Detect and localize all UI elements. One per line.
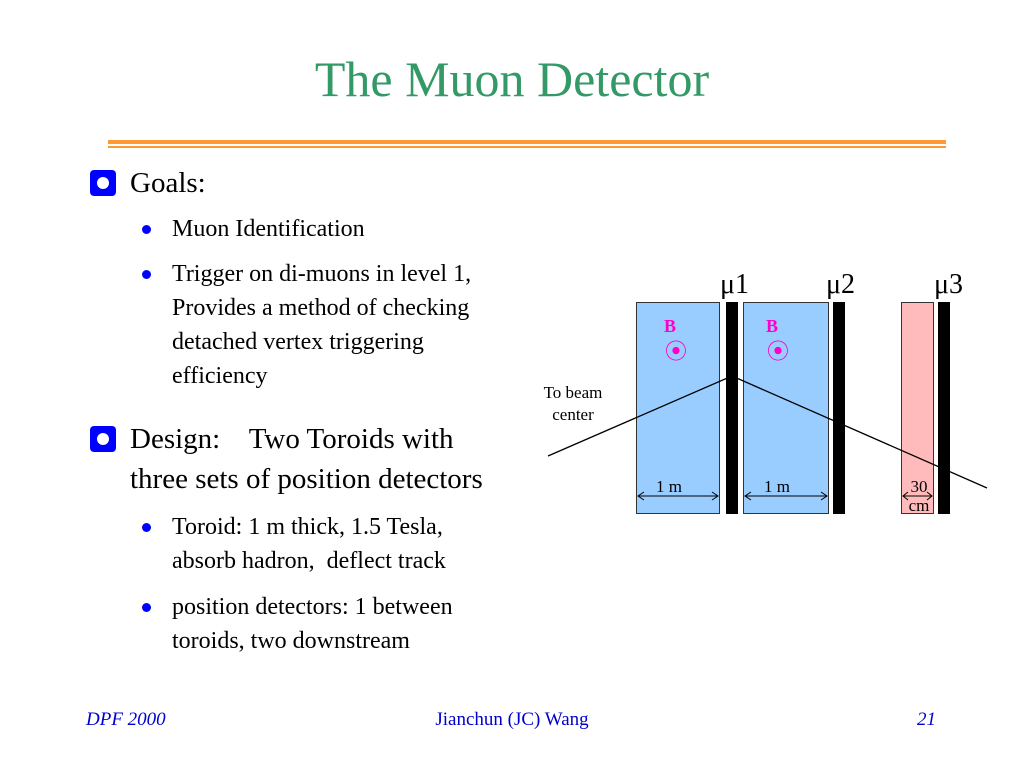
position-detector-2	[833, 302, 845, 514]
bullet-marker-icon	[90, 426, 116, 452]
sub-bullet-text-line: absorb hadron, deflect track	[172, 548, 446, 574]
bullet-marker-icon	[90, 170, 116, 196]
bullet-design: Design: Two Toroids with three sets of p…	[90, 420, 554, 500]
beam-center-label-line: To beam	[543, 383, 603, 402]
field-label-b2: B	[766, 316, 779, 336]
slide-title: The Muon Detector	[314, 51, 710, 107]
dimension-arrow-left-2	[744, 491, 752, 501]
absorber-width-label-bottom: cm	[908, 496, 930, 515]
muon-detector-diagram: μ1 μ2 μ3 B ⦿ B ⦿ To beam center 1 m 1 m …	[540, 262, 1000, 532]
bullet-design-text-line: three sets of position detectors	[130, 463, 483, 495]
detector-label-mu1: μ1	[720, 269, 750, 300]
bullet-goals: Goals:	[90, 164, 554, 202]
field-out-of-page-icon: ⦿	[767, 339, 790, 364]
dimension-arrow-left-3	[902, 491, 909, 501]
sub-bullet-dot-icon	[142, 270, 151, 279]
sub-bullet-text-line: toroids, two downstream	[172, 628, 410, 654]
footer-author: Jianchun (JC) Wang	[435, 709, 589, 730]
incoming-track-line	[547, 375, 733, 457]
title-rule-thick	[108, 140, 946, 144]
diagram-lines	[547, 375, 988, 501]
title-rule	[108, 140, 946, 148]
dimension-arrow-right-1	[711, 491, 719, 501]
toroid-2-width-label: 1 m	[764, 477, 790, 496]
sub-bullet-toroid: Toroid: 1 m thick, 1.5 Tesla, absorb had…	[142, 510, 542, 578]
sub-bullet-dot-icon	[142, 603, 151, 612]
beam-center-label-line: center	[552, 405, 594, 424]
position-detector-3	[938, 302, 950, 514]
dimension-arrow-left-1	[637, 491, 645, 501]
sub-bullet-dot-icon	[142, 523, 151, 532]
sub-bullet-text-line: position detectors: 1 between	[172, 594, 453, 620]
sub-bullet-text-line: efficiency	[172, 363, 268, 389]
bullet-goals-text: Goals:	[130, 167, 206, 199]
sub-bullet-text-line: detached vertex triggering	[172, 329, 424, 355]
detector-label-mu2: μ2	[826, 269, 856, 300]
dimension-arrow-right-3	[926, 491, 933, 501]
outgoing-track-line	[731, 375, 988, 489]
position-detector-1	[726, 302, 738, 514]
field-label-b1: B	[664, 316, 677, 336]
title-rule-thin	[108, 146, 946, 148]
field-out-of-page-icon: ⦿	[665, 339, 688, 364]
sub-bullet-text: Muon Identification	[172, 216, 365, 242]
detector-label-mu3: μ3	[934, 269, 964, 300]
sub-bullet-trigger: Trigger on di-muons in level 1, Provides…	[142, 257, 542, 393]
sub-bullet-text-line: Toroid: 1 m thick, 1.5 Tesla,	[172, 514, 443, 540]
sub-bullet-text-line: Provides a method of checking	[172, 295, 470, 321]
toroid-2	[743, 302, 829, 514]
sub-bullet-position-detectors: position detectors: 1 between toroids, t…	[142, 590, 542, 658]
toroid-1-width-label: 1 m	[656, 477, 682, 496]
sub-bullet-muon-id: Muon Identification	[142, 212, 542, 246]
dimension-arrow-right-2	[820, 491, 828, 501]
footer-conference: DPF 2000	[86, 709, 166, 730]
footer-page-number: 21	[917, 709, 936, 730]
bullet-design-text-line: Design: Two Toroids with	[130, 423, 454, 455]
toroid-1	[636, 302, 720, 514]
sub-bullet-dot-icon	[142, 225, 151, 234]
absorber	[901, 302, 934, 514]
sub-bullet-text-line: Trigger on di-muons in level 1,	[172, 261, 472, 287]
absorber-width-label-top: 30	[910, 477, 928, 496]
beam-center-label: To beam center	[528, 382, 618, 426]
